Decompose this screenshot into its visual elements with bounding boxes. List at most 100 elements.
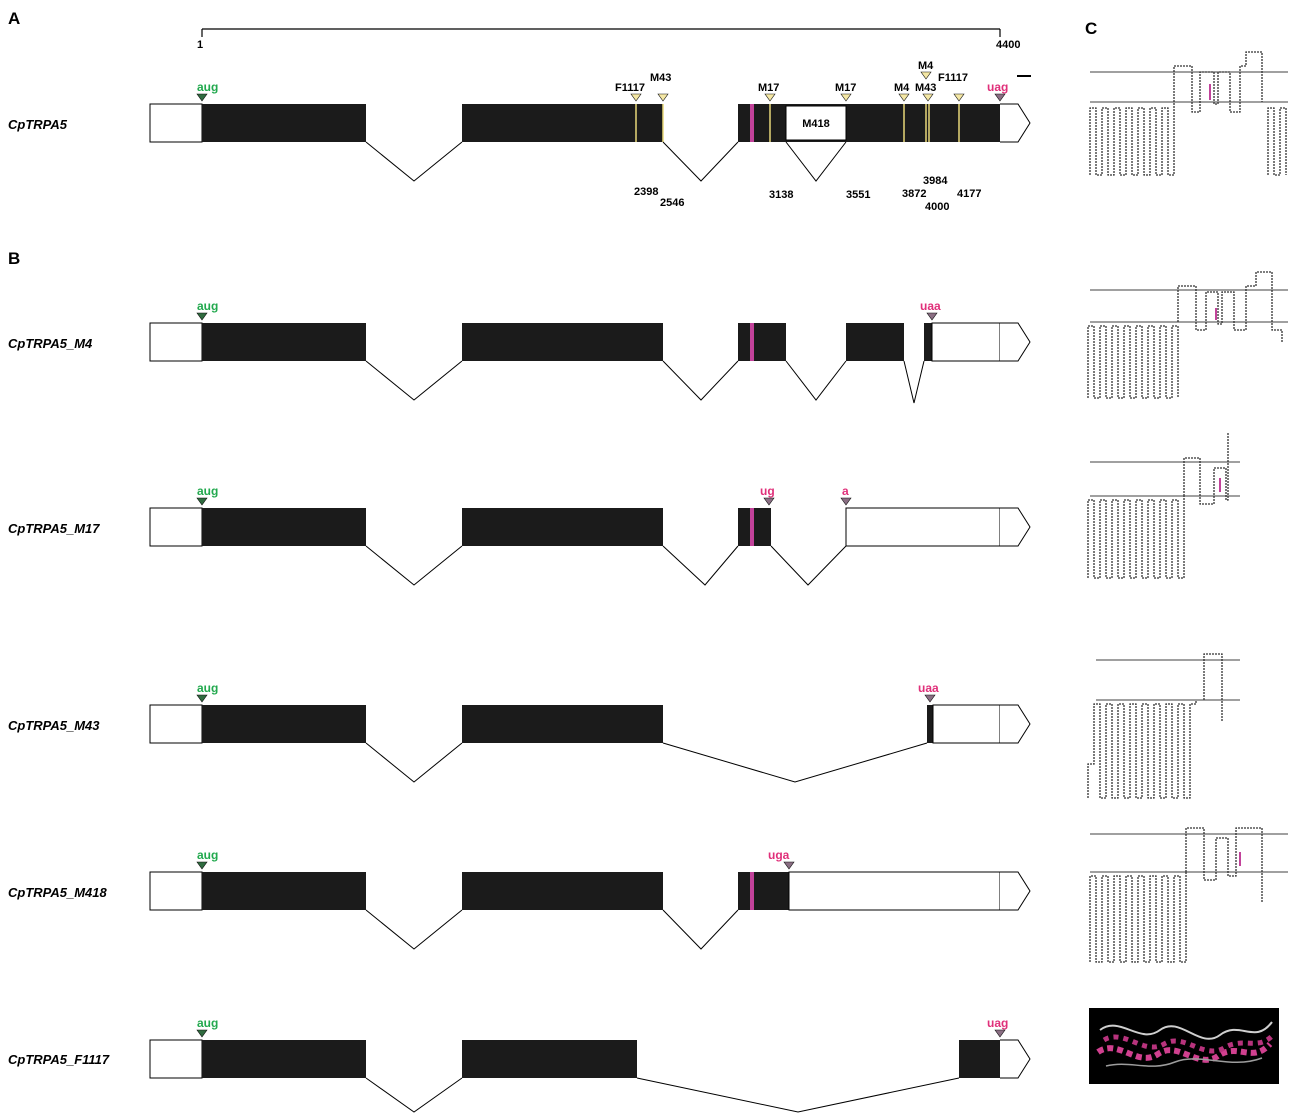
position-label: 2398: [634, 186, 658, 198]
marker-f1117-b: [953, 93, 965, 102]
panel-label-b: B: [8, 249, 20, 268]
scale-bar: 1 4400: [197, 28, 1020, 51]
marker-m17-a: [764, 93, 776, 102]
marker-label-m17-b: M17: [835, 82, 856, 94]
exon-3: [738, 508, 771, 546]
utr-5prime: [149, 507, 203, 547]
marker-m4-a: [898, 93, 910, 102]
position-label: 4177: [957, 188, 981, 200]
intron-3: [785, 360, 847, 401]
insert-label: M418: [802, 118, 830, 130]
marker-label-m4-b: M4: [918, 60, 934, 72]
start-codon-marker: [196, 93, 208, 102]
utr-5prime: [149, 103, 203, 143]
intron-2: [662, 909, 739, 950]
position-label: 4000: [925, 201, 949, 213]
stop-codon-marker: [994, 93, 1006, 102]
start-codon-label: aug: [197, 299, 218, 313]
start-codon-label: aug: [197, 681, 218, 695]
marker-label-m17-a: M17: [758, 82, 779, 94]
position-label: 3138: [769, 189, 793, 201]
utr-5prime: [149, 871, 203, 911]
intron-4: [903, 360, 925, 404]
gene-name: CpTRPA5_M43: [8, 718, 100, 733]
intron-1: [365, 141, 463, 182]
intron-2: [636, 1077, 960, 1113]
exon-2: [462, 1040, 637, 1078]
intron-2: [662, 545, 739, 586]
utr-5prime: [149, 322, 203, 362]
intron-1: [365, 545, 463, 586]
start-codon-label: aug: [197, 848, 218, 862]
exon-1: [202, 705, 366, 743]
exon-1: [202, 323, 366, 361]
gene-name: CpTRPA5_M17: [8, 521, 100, 536]
exon-4: [846, 323, 904, 361]
exon-3: [738, 323, 786, 361]
gene-name: CpTRPA5_M418: [8, 885, 108, 900]
stop-codon-marker: [994, 1029, 1006, 1038]
utr-3prime-box: [788, 871, 1001, 911]
exon-2: [462, 508, 663, 546]
utr-3prime: [1000, 103, 1031, 143]
position-label: 3551: [846, 189, 870, 201]
intron-2: [662, 360, 739, 401]
mutation-markers: [630, 71, 965, 102]
gene-row-f1117: CpTRPA5_F1117 aug uag: [8, 1016, 1031, 1113]
marker-label-m43-a: M43: [650, 72, 671, 84]
gene-row-m43: CpTRPA5_M43 aug uaa: [8, 681, 1031, 783]
stop-codon-marker: [763, 497, 775, 506]
gene-name: CpTRPA5_M4: [8, 336, 93, 351]
scale-start: 1: [197, 39, 203, 51]
utr-3prime-box: [931, 322, 1001, 362]
exon-1: [202, 508, 366, 546]
marker-m17-b: [840, 93, 852, 102]
membrane-topology-icon: [1089, 827, 1288, 963]
gene-row-reference: CpTRPA5 M418 aug uag: [8, 60, 1031, 213]
exon-3: [927, 705, 933, 743]
panel-label-a: A: [8, 9, 20, 28]
utr-5prime: [149, 704, 203, 744]
insert-loop: [785, 141, 847, 182]
gene-row-m418: CpTRPA5_M418 aug uga: [8, 848, 1031, 950]
start-codon-label: aug: [197, 484, 218, 498]
stop-codon-label: a: [842, 484, 849, 498]
marker-label-m43-b: M43: [915, 82, 936, 94]
exon-3: [738, 872, 789, 910]
exon-2: [462, 323, 663, 361]
start-codon-marker: [196, 497, 208, 506]
utr-3prime: [1000, 1039, 1031, 1079]
stop-codon-label: uga: [768, 848, 790, 862]
utr-3prime: [1000, 507, 1031, 547]
exon-5: [924, 323, 932, 361]
intron-2: [662, 141, 739, 182]
utr-3prime: [1000, 871, 1031, 911]
intron-1: [365, 360, 463, 401]
magenta-band: [750, 872, 754, 910]
stop-codon-marker: [783, 861, 795, 870]
intron-1: [365, 1077, 463, 1113]
protein-structure-icon: [1089, 1008, 1279, 1084]
membrane-topology-icon: [1087, 653, 1240, 799]
stop-codon-marker: [924, 694, 936, 703]
marker-f1117-a: [630, 93, 642, 102]
scale-end: 4400: [996, 39, 1020, 51]
intron-2: [662, 742, 928, 783]
exon-3: [738, 104, 1000, 142]
exon-2: [462, 872, 663, 910]
marker-label-f1117-a: F1117: [615, 82, 645, 94]
intron-3: [770, 545, 847, 586]
magenta-band: [750, 104, 754, 142]
stop-codon-marker: [926, 312, 938, 321]
utr-3prime: [1000, 322, 1031, 362]
start-codon-marker: [196, 312, 208, 321]
membrane-topology-icon: [1087, 271, 1288, 399]
insert-box: [785, 105, 847, 141]
marker-m4-b: [920, 71, 932, 80]
magenta-band: [750, 508, 754, 546]
exon-1: [202, 1040, 366, 1078]
membrane-topology-icon: [1087, 432, 1240, 579]
utr-3prime-box: [845, 507, 1001, 547]
marker-label-f1117-b: F1117: [938, 72, 968, 84]
